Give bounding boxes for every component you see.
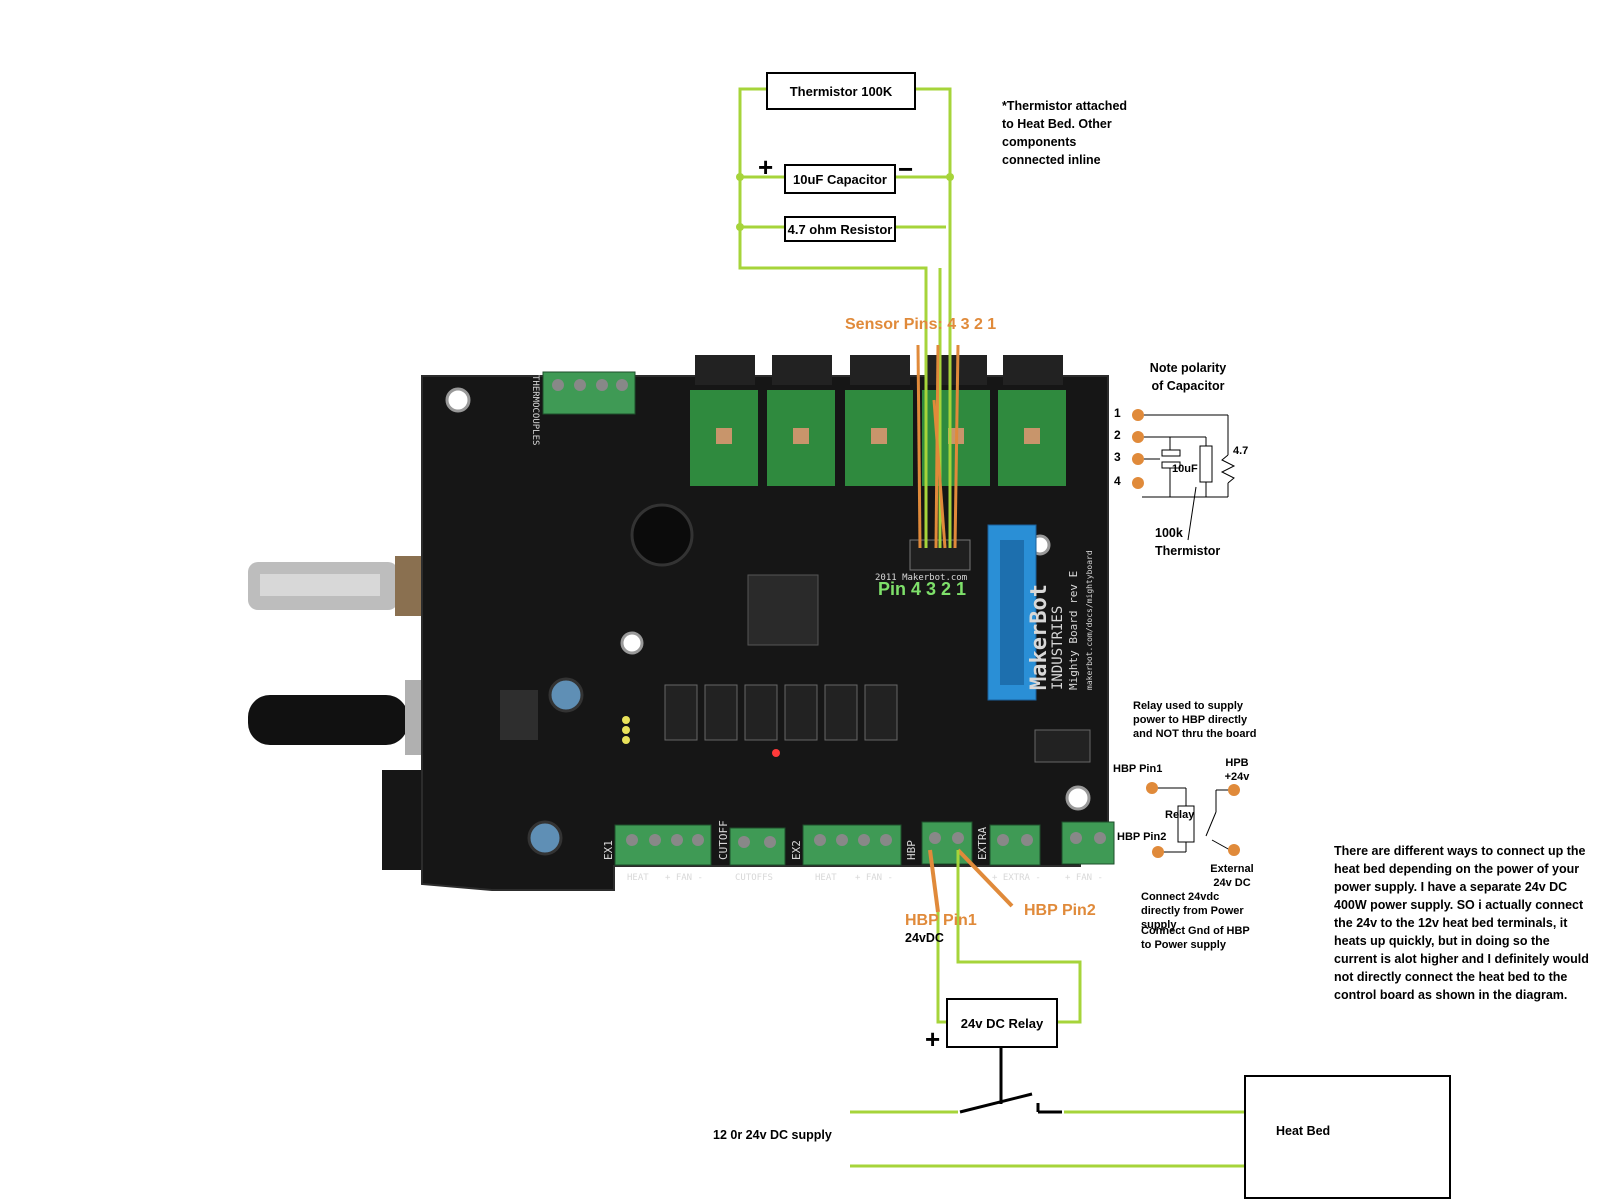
endstop-connectors [664, 684, 898, 741]
stepper-drivers [690, 355, 1066, 486]
board-silk-label: HEAT [815, 873, 837, 883]
relay-pin-dots [1146, 782, 1240, 858]
board-silk-label: + FAN - [665, 873, 703, 883]
heat-bed-box [1244, 1075, 1451, 1199]
cap-value-label: 10uF [1172, 463, 1198, 475]
buzzer [630, 503, 694, 567]
relay-used-note: Relay used to supply power to HBP direct… [1133, 700, 1257, 740]
relay-box: 24v DC Relay [946, 998, 1058, 1048]
hbp-pin1-small: HBP Pin1 [1113, 763, 1163, 775]
capacitor-top [548, 677, 584, 713]
board-silk-label: CUTOFF [717, 820, 730, 860]
hbp-relay-wires [936, 850, 1082, 1024]
vdc-24-label: 24vDC [905, 931, 944, 945]
thermistor-100k-label: 100k Thermistor [1155, 526, 1221, 558]
bottom-terminal-blocks [614, 821, 1115, 866]
board-silk-label: CUTOFFS [735, 873, 773, 883]
relay-plus: + [925, 1024, 941, 1054]
thermocouple-terminal [542, 371, 636, 415]
capacitor-bottom [527, 820, 563, 856]
sensor-wires [738, 87, 952, 548]
capacitor-box: 10uF Capacitor [784, 164, 896, 194]
capacitor-plus: + [758, 152, 774, 182]
connect-gnd-note: Connect Gnd of HBP to Power supply [1141, 925, 1250, 951]
hbp-orange-leads [928, 848, 1014, 913]
external-24v-label: External 24v DC [1210, 863, 1254, 889]
right-side-note: There are different ways to connect up t… [1334, 844, 1589, 1002]
board-silk-label: + EXTRA - [992, 873, 1041, 883]
sensor-pins-label: Sensor Pins: 4 3 2 1 [845, 316, 997, 333]
voltage-regulator [500, 690, 538, 740]
thermistor-box: Thermistor 100K [766, 72, 916, 110]
pin-number-1: 1 [1114, 406, 1121, 420]
relay-small-label: Relay [1165, 809, 1195, 821]
hbp-pin2-label: HBP Pin2 [1024, 902, 1096, 919]
polarity-note: Note polarity of Capacitor [1149, 361, 1227, 393]
heat-bed-label: Heat Bed [1276, 1124, 1331, 1138]
board-silk-label: 2011 Makerbot.com [875, 573, 967, 583]
connect-24vdc-note: Connect 24vdc directly from Power supply [1141, 891, 1244, 931]
relay-schematic [1152, 787, 1234, 853]
relay-switch [959, 1046, 1062, 1114]
board-silk-label: INDUSTRIES [1050, 606, 1066, 690]
pin-number-2: 2 [1114, 428, 1121, 442]
polarity-pin-dots [1132, 409, 1144, 489]
wire-nodes [736, 173, 954, 231]
board-silk-label: EX2 [790, 840, 803, 860]
hbp-pin2-small: HBP Pin2 [1117, 831, 1167, 843]
pin-number-3: 3 [1114, 450, 1121, 464]
thermistor-note: *Thermistor attached to Heat Bed. Other … [1002, 99, 1128, 167]
polarity-schematic [1142, 414, 1236, 541]
board-silk-label: MakerBot [1027, 584, 1052, 690]
board-silk-label: EXTRA [976, 827, 989, 860]
supply-label: 12 0r 24v DC supply [713, 1128, 832, 1142]
res-value-label: 4.7 [1233, 445, 1249, 457]
hbp-pin1-label: HBP Pin1 [905, 912, 977, 929]
board-silk-label: HBP [905, 840, 918, 860]
rgb-led-connector [1034, 729, 1091, 763]
supply-lines [850, 1110, 1245, 1168]
sensor-pin-lines [916, 344, 960, 549]
pin-overlay: Pin 4 3 2 1 [878, 579, 967, 599]
board-silk-label: Mighty Board rev E [1067, 571, 1080, 690]
microcontroller [747, 574, 819, 646]
board-silk-label: HEAT [627, 873, 649, 883]
board-silk-label: EX1 [602, 840, 615, 860]
board-silk-label: makerbot.com/docs/mightyboard [1085, 550, 1094, 690]
board-silk-label: + FAN - [855, 873, 893, 883]
resistor-box: 4.7 ohm Resistor [784, 216, 896, 242]
pin-number-4: 4 [1114, 474, 1121, 488]
board-silk-label: THERMOCOUPLES [530, 375, 540, 445]
board-silk-label: + FAN - [1065, 873, 1103, 883]
hpb-24v-label: HPB +24v [1224, 757, 1250, 783]
capacitor-minus: − [898, 154, 914, 184]
